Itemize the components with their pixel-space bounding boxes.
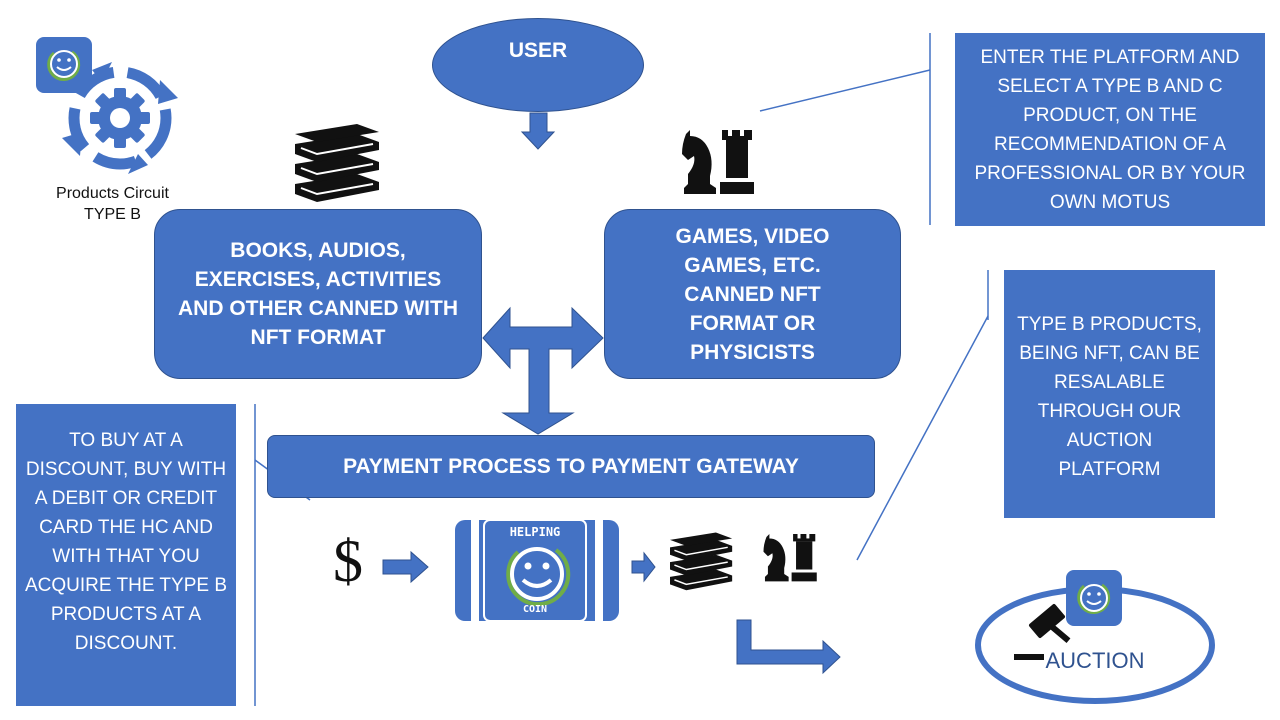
payment-bar-text: PAYMENT PROCESS TO PAYMENT GATEWAY [343, 454, 799, 478]
books-box-text: BOOKS, AUDIOS, EXERCISES, ACTIVITIES AND… [178, 239, 458, 349]
coin-bottom-label: COIN [522, 604, 548, 615]
smiley-badge-icon [36, 37, 92, 93]
note-platform: ENTER THE PLATFORM AND SELECT A TYPE B A… [955, 33, 1265, 226]
callout-line [856, 315, 989, 561]
chess-pieces-icon-small [763, 534, 817, 582]
books-icon [295, 124, 379, 202]
logo-caption-line2: TYPE B [84, 206, 141, 223]
bent-arrow-icon [736, 619, 841, 675]
note-platform-text: ENTER THE PLATFORM AND SELECT A TYPE B A… [974, 46, 1246, 213]
note-discount: TO BUY AT A DISCOUNT, BUY WITH A DEBIT O… [16, 404, 236, 706]
user-label: USER [508, 39, 568, 62]
dollar-icon: $ [333, 528, 363, 594]
user-node: USER [432, 18, 644, 112]
logo-caption: Products Circuit TYPE B [30, 183, 195, 225]
logo-caption-line1: Products Circuit [56, 185, 169, 202]
books-icon-small [670, 532, 733, 591]
split-arrow-icon [482, 306, 604, 435]
helping-coin-icon [455, 519, 619, 622]
callout-line [759, 69, 931, 112]
games-box: GAMES, VIDEO GAMES, ETC. CANNED NFT FORM… [604, 209, 901, 379]
coin-top-label: HELPING [509, 525, 561, 539]
note-resale-text: TYPE B PRODUCTS, BEING NFT, CAN BE RESAL… [1017, 314, 1202, 480]
games-box-text: GAMES, VIDEO GAMES, ETC. CANNED NFT FORM… [675, 224, 830, 364]
payment-bar: PAYMENT PROCESS TO PAYMENT GATEWAY [267, 435, 875, 498]
right-arrow-icon [382, 550, 429, 584]
note-discount-text: TO BUY AT A DISCOUNT, BUY WITH A DEBIT O… [24, 430, 227, 654]
auction-badge-icon [1066, 570, 1122, 626]
down-arrow-icon [520, 112, 556, 150]
auction-label: AUCTION [1045, 648, 1145, 673]
chess-pieces-icon [682, 130, 754, 194]
gear-cycle-icon [62, 62, 178, 174]
note-resale: TYPE B PRODUCTS, BEING NFT, CAN BE RESAL… [1004, 270, 1215, 518]
books-box: BOOKS, AUDIOS, EXERCISES, ACTIVITIES AND… [154, 209, 482, 379]
gavel-icon [1014, 603, 1071, 660]
right-arrow-icon [631, 551, 656, 583]
